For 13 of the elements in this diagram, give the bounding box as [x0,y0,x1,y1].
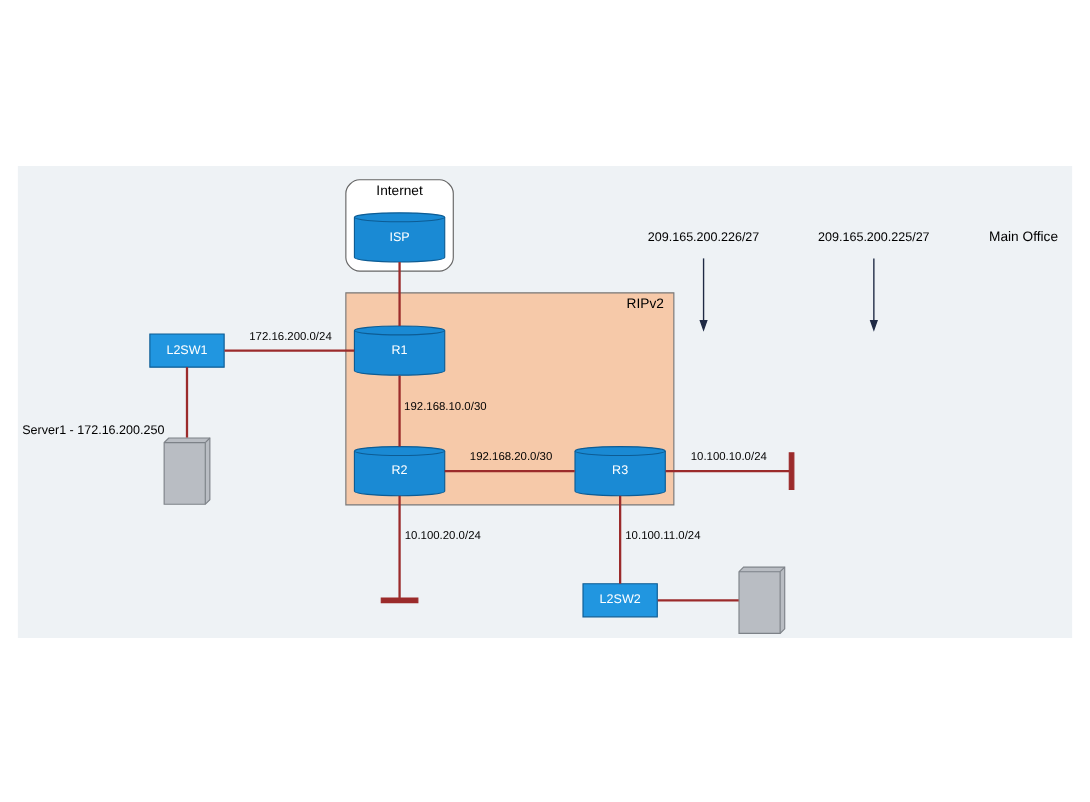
arrow [699,256,708,331]
connector [224,348,355,351]
node-bar [788,451,795,489]
connector [398,374,401,446]
connector [657,598,739,601]
node-bar [380,596,419,603]
arrow [869,256,879,331]
connector [398,494,401,597]
connector [665,469,789,472]
connector [444,469,575,472]
connector [185,366,189,437]
connector [619,494,622,583]
connector [398,261,401,325]
